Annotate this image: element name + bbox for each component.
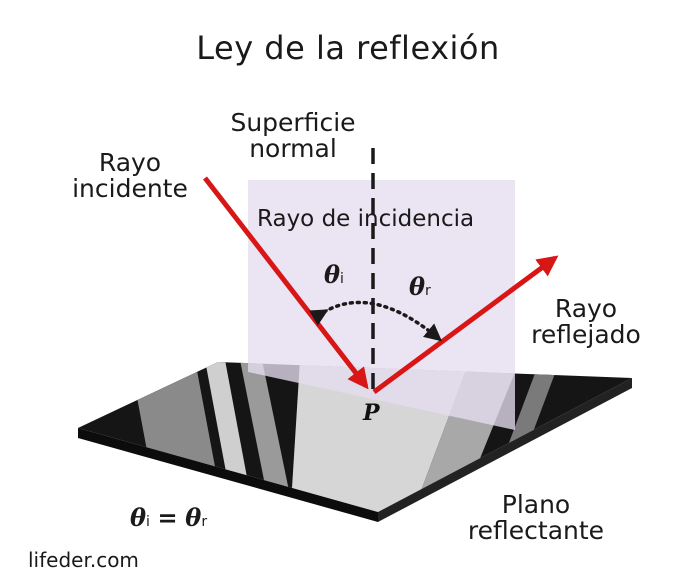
reflected-angle-theta: θ xyxy=(409,272,426,301)
incident-ray-arrow xyxy=(203,176,369,390)
incidence-point-label: P xyxy=(363,400,380,426)
equation-theta-reflected: θ xyxy=(185,503,202,532)
equation-theta-incident: θ xyxy=(130,503,147,532)
reflected-ray-arrow xyxy=(372,255,559,395)
brand-watermark: lifeder.com xyxy=(28,548,139,572)
reflected-ray-label-line1: Rayo xyxy=(554,294,618,323)
reflected-angle-subscript: r xyxy=(425,283,431,299)
surface-normal-label-line2: normal xyxy=(249,134,337,164)
incident-angle-label: θi xyxy=(324,262,344,288)
mirror-side-left xyxy=(78,428,378,522)
incident-ray-label: Rayo incidente xyxy=(60,148,200,204)
incident-ray-label-line2: incidente xyxy=(72,174,188,204)
reflecting-plane-label: Plano reflectante xyxy=(456,490,616,546)
reflecting-plane-label-line1: Plano xyxy=(501,490,571,519)
mirror-side-right xyxy=(378,378,632,522)
reflected-ray-label: Rayo reflejado xyxy=(514,294,658,350)
incident-angle-theta: θ xyxy=(324,260,341,289)
equation-equals: = xyxy=(157,504,178,532)
reflecting-plane-label-line2: reflectante xyxy=(467,516,605,546)
surface-normal-label: Superficie normal xyxy=(228,108,358,164)
equation-subscript-incident: i xyxy=(146,514,150,530)
diagram-title: Ley de la reflexión xyxy=(196,29,500,67)
reflected-angle-label: θr xyxy=(409,274,431,300)
plane-of-incidence-label: Rayo de incidencia xyxy=(257,206,475,232)
surface-normal-label-line1: Superficie xyxy=(230,108,356,137)
angle-arc xyxy=(309,300,443,342)
incident-ray-label-line1: Rayo xyxy=(98,148,162,177)
reflected-ray-label-line2: reflejado xyxy=(531,320,641,350)
law-equation: θi = θr xyxy=(130,505,207,531)
incident-angle-subscript: i xyxy=(340,271,344,287)
equation-subscript-reflected: r xyxy=(201,514,208,530)
